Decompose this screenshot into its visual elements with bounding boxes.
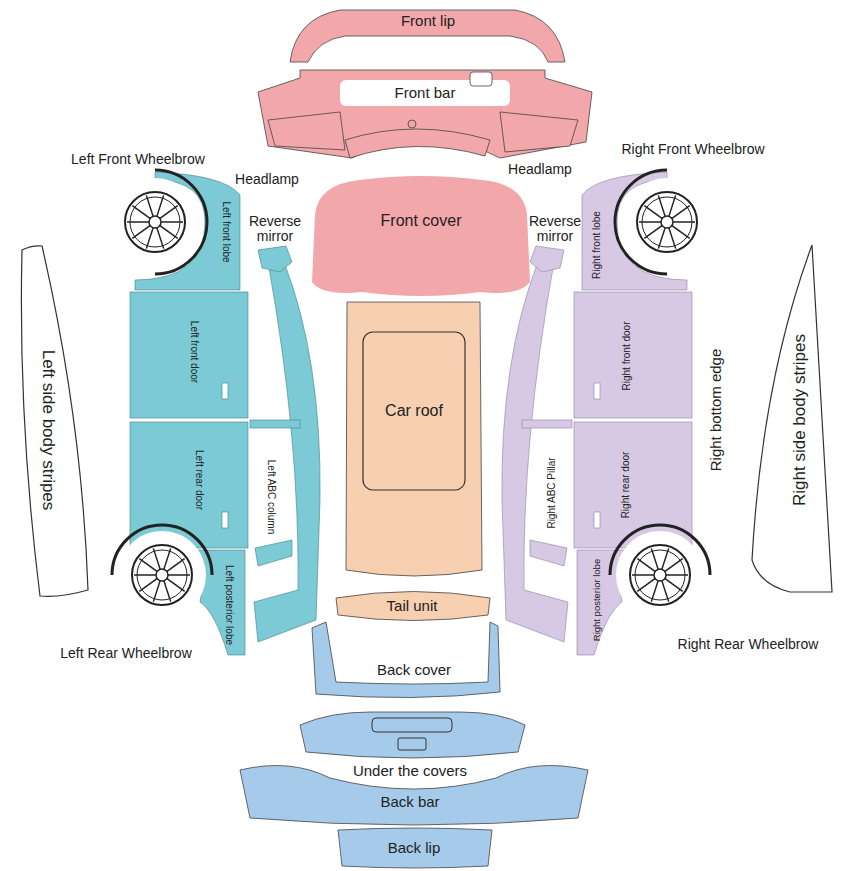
part-label: Left Rear Wheelbrow <box>60 646 192 661</box>
film-panel: Left ABC column <box>265 458 278 536</box>
film-panel: Right front lobe <box>590 209 603 281</box>
panel-name: Right front lobe <box>591 211 602 279</box>
panel-name: Back bar <box>380 794 439 811</box>
panel-name: Left front door <box>189 321 200 383</box>
part-label: Right Rear Wheelbrow <box>678 637 819 652</box>
part-label: Reverse mirror <box>527 214 583 245</box>
film-panel: Left posterior lobe <box>223 563 236 647</box>
label-holder: Right Front Wheelbrow <box>619 141 766 158</box>
film-panel: Left front door <box>188 319 201 385</box>
panel-name: Front lip <box>401 13 455 30</box>
panel-name: Car roof <box>385 402 443 420</box>
film-panel: Left front lobe <box>220 199 233 264</box>
part-label: Right bottom edge <box>708 349 725 472</box>
part-label: Headlamp <box>235 172 299 187</box>
part-label: Reverse mirror <box>247 214 303 245</box>
film-panel: Right side body stripes <box>790 332 811 508</box>
film-panel: Right rear door <box>619 450 632 521</box>
panel-name: Right posterior lobe <box>592 559 602 641</box>
film-panel: Front lip <box>399 12 457 31</box>
film-panel: Back bar <box>378 793 441 812</box>
film-panel: Right ABC Pillar <box>545 455 558 530</box>
panel-name: Left side body stripes <box>39 350 58 511</box>
panel-name: Left posterior lobe <box>224 565 235 645</box>
panel-name: Back lip <box>388 840 441 857</box>
panel-name: Under the covers <box>353 763 467 780</box>
label-holder: Left Rear Wheelbrow <box>58 645 194 662</box>
film-panel: Front bar <box>393 84 458 103</box>
label-holder: Reverse mirror <box>525 213 585 246</box>
label-holder: Headlamp <box>506 161 574 178</box>
film-panel: Back cover <box>375 661 453 680</box>
film-panel: Right front door <box>620 320 633 393</box>
panel-name: Right rear door <box>620 452 631 519</box>
film-panel: Left rear door <box>193 448 206 512</box>
part-label: Left Front Wheelbrow <box>71 152 205 167</box>
panel-name: Back cover <box>377 662 451 679</box>
panel-name: Front cover <box>381 212 462 230</box>
film-panel: Car roof <box>383 401 445 421</box>
label-holder: Left Front Wheelbrow <box>69 151 207 168</box>
panel-name: Right front door <box>621 322 632 391</box>
panel-name: Front bar <box>395 85 456 102</box>
panel-name: Tail unit <box>387 598 438 615</box>
film-panel: Back lip <box>386 839 443 858</box>
panel-name: Left rear door <box>194 450 205 510</box>
part-label: Right Front Wheelbrow <box>621 142 764 157</box>
film-panel: Front cover <box>379 211 464 231</box>
label-holder: Right bottom edge <box>707 347 726 474</box>
film-panel: Under the covers <box>351 762 469 781</box>
label-holder: Headlamp <box>233 171 301 188</box>
panel-name: Left front lobe <box>221 201 232 262</box>
panel-name: Left ABC column <box>266 460 277 534</box>
label-holder: Right Rear Wheelbrow <box>676 636 821 653</box>
panel-name: Right ABC Pillar <box>546 457 557 528</box>
film-panel: Right posterior lobe <box>591 557 603 643</box>
panel-name: Right side body stripes <box>791 334 810 506</box>
part-label: Headlamp <box>508 162 572 177</box>
film-panel: Left side body stripes <box>38 348 59 513</box>
film-panel: Tail unit <box>385 597 440 616</box>
label-holder: Reverse mirror <box>245 213 305 246</box>
